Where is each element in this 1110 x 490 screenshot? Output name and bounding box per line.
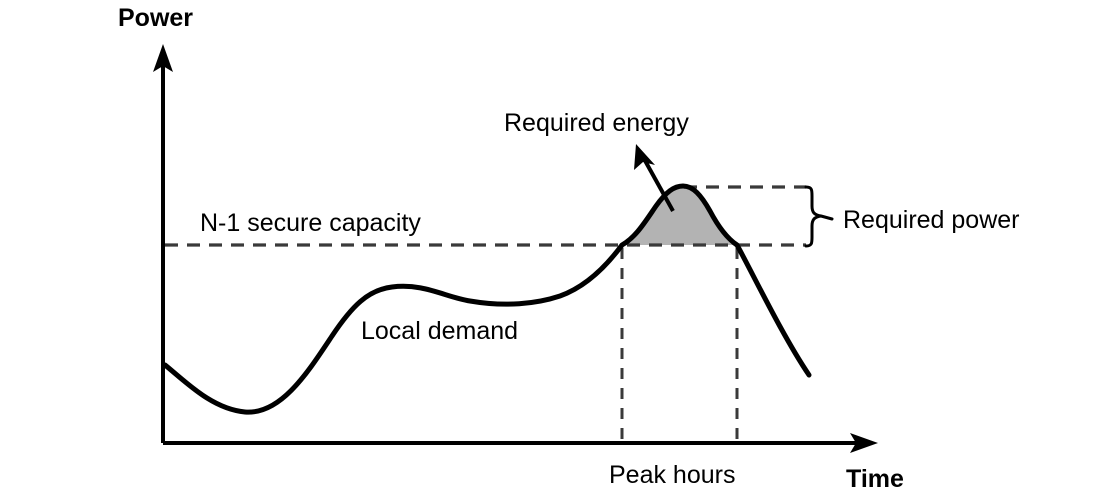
peak-hours-label: Peak hours — [609, 461, 735, 489]
power-axis — [153, 44, 173, 443]
required-energy-arrow-shaft — [641, 156, 675, 212]
required-energy-arrow-head — [634, 144, 655, 170]
required-power-label: Required power — [843, 206, 1020, 234]
time-axis-label: Time — [846, 465, 904, 490]
local-demand-curve — [162, 183, 812, 415]
required-energy-shaded-area — [622, 186, 737, 245]
local-demand-label: Local demand — [361, 317, 518, 345]
n1-secure-capacity-label: N-1 secure capacity — [200, 209, 421, 237]
required-power-brace-tip — [819, 214, 834, 221]
required-power-brace — [804, 185, 822, 248]
required-energy-label: Required energy — [504, 109, 689, 137]
time-axis — [163, 433, 878, 453]
time-axis-arrowhead — [850, 433, 878, 453]
required-energy-arrow — [634, 144, 675, 212]
power-axis-label: Power — [118, 4, 193, 32]
power-axis-arrowhead — [153, 44, 173, 72]
